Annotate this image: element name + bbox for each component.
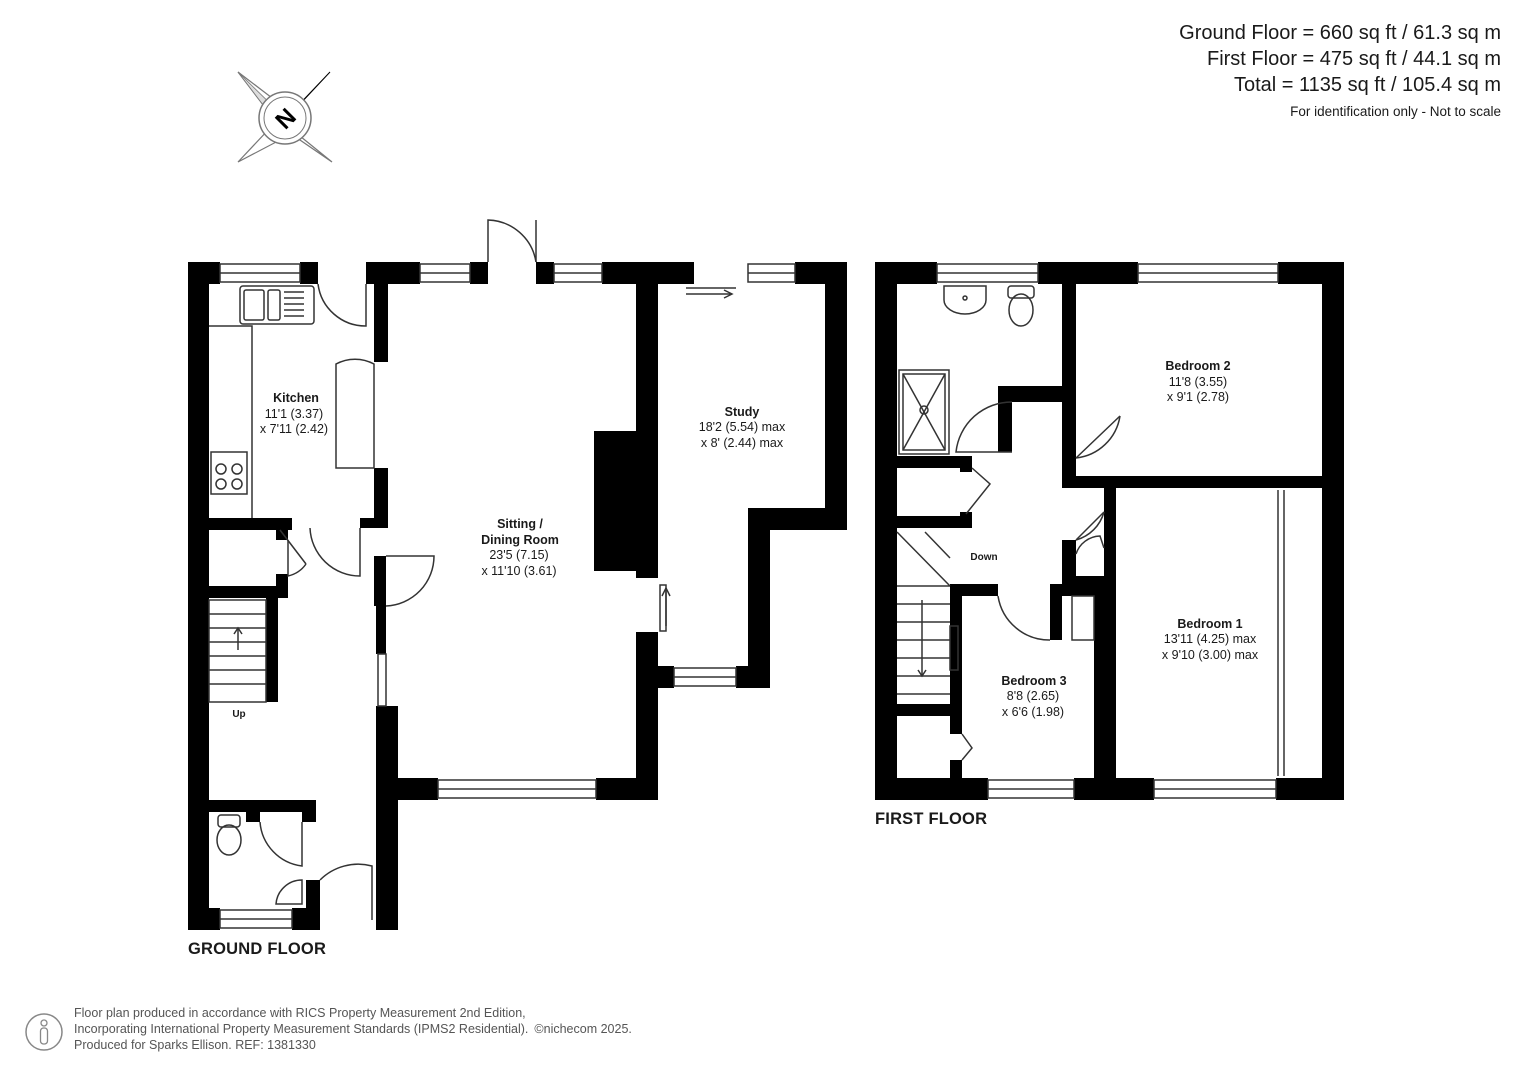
first-floor-area: First Floor = 475 sq ft / 44.1 sq m — [1206, 48, 1501, 70]
bedroom3-name: Bedroom 3 — [1001, 674, 1066, 688]
sitting-name2: Dining Room — [481, 533, 559, 547]
area-summary: Ground Floor = 660 sq ft / 61.3 sq m Fir… — [1179, 20, 1501, 119]
first-floor-labels: Bedroom 2 11'8 (3.55) x 9'1 (2.78) Bedro… — [970, 359, 1258, 719]
footer-line3: Produced for Sparks Ellison. REF: 138133… — [74, 1038, 316, 1052]
person-icon — [25, 1013, 63, 1051]
bedroom1-dim2: x 9'10 (3.00) max — [1162, 648, 1259, 662]
ground-floor-area: Ground Floor = 660 sq ft / 61.3 sq m — [1179, 22, 1501, 44]
first-floor-title: FIRST FLOOR — [875, 810, 988, 828]
total-area: Total = 1135 sq ft / 105.4 sq m — [1233, 74, 1501, 96]
kitchen-dim1: 11'1 (3.37) — [265, 407, 323, 421]
footer-credits: Floor plan produced in accordance with R… — [74, 1005, 632, 1053]
ground-floor-title: GROUND FLOOR — [188, 940, 327, 958]
kitchen-name: Kitchen — [273, 391, 319, 405]
footer-line2: Incorporating International Property Mea… — [74, 1022, 529, 1036]
footer-line1: Floor plan produced in accordance with R… — [74, 1006, 526, 1020]
first-floor-plan — [875, 262, 1344, 800]
scale-note: For identification only - Not to scale — [1290, 104, 1501, 119]
stairs-up-label: Up — [232, 709, 245, 720]
ground-floor-plan — [188, 262, 847, 930]
bedroom2-dim1: 11'8 (3.55) — [1169, 375, 1227, 389]
bedroom1-name: Bedroom 1 — [1177, 617, 1242, 631]
compass-icon: N — [237, 71, 333, 163]
sitting-dim2: x 11'10 (3.61) — [481, 564, 556, 578]
first-floor-fixtures — [896, 263, 1285, 799]
bedroom3-dim1: 8'8 (2.65) — [1007, 689, 1059, 703]
ground-floor-labels: Kitchen 11'1 (3.37) x 7'11 (2.42) Sittin… — [232, 391, 786, 720]
kitchen-dim2: x 7'11 (2.42) — [260, 422, 328, 436]
bedroom2-dim2: x 9'1 (2.78) — [1167, 390, 1229, 404]
sitting-name1: Sitting / — [497, 517, 543, 531]
copyright: ©nichecom 2025. — [534, 1022, 632, 1036]
study-dim2: x 8' (2.44) max — [701, 436, 784, 450]
floor-plan: N — [188, 71, 1344, 930]
bedroom3-dim2: x 6'6 (1.98) — [1002, 705, 1064, 719]
bedroom2-name: Bedroom 2 — [1165, 359, 1230, 373]
stairs-down-label: Down — [970, 552, 997, 563]
study-dim1: 18'2 (5.54) max — [699, 420, 786, 434]
ground-floor-fixtures — [208, 219, 796, 929]
study-name: Study — [725, 405, 760, 419]
bedroom1-dim1: 13'11 (4.25) max — [1164, 632, 1257, 646]
sitting-dim1: 23'5 (7.15) — [489, 548, 548, 562]
